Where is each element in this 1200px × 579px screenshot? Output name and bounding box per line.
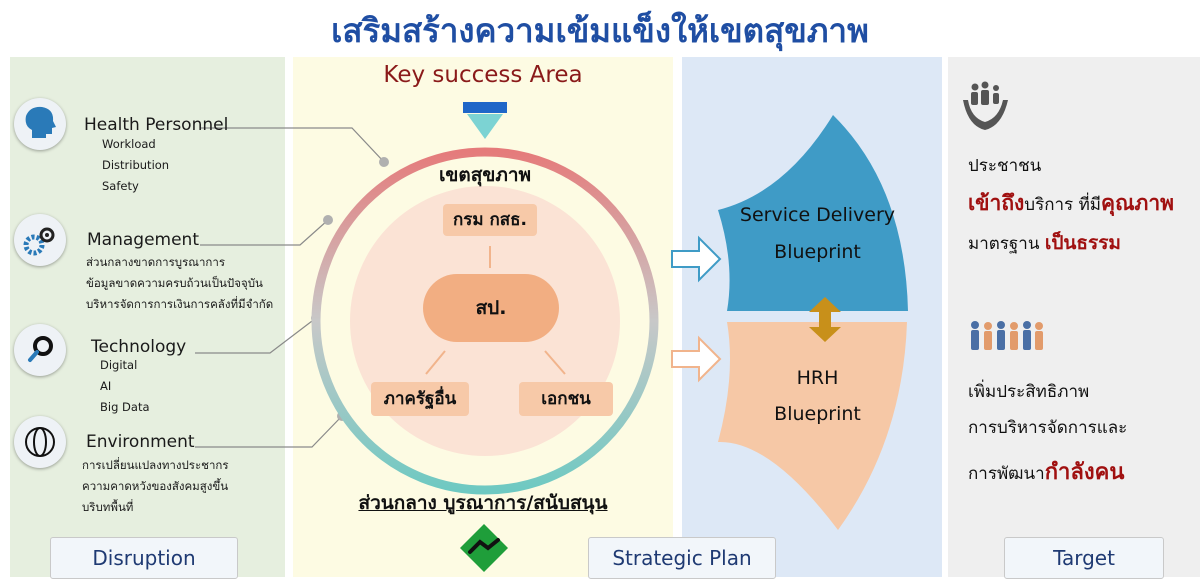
- target-standard-line: มาตรฐาน เป็นธรรม: [968, 228, 1121, 258]
- management-subs: ส่วนกลางขาดการบูรณาการ ข้อมูลขาดความครบถ…: [86, 252, 273, 315]
- technology-icon-wrap: [14, 324, 66, 376]
- government-box: ภาครัฐอื่น: [371, 382, 469, 416]
- service-text: บริการ ที่มี: [1024, 195, 1102, 215]
- handshake-icon: [460, 524, 508, 572]
- health-personnel-label: Health Personnel: [84, 115, 229, 135]
- sub-item: Safety: [102, 179, 139, 193]
- disruption-footer: Disruption: [50, 537, 238, 579]
- connector-technology: [195, 317, 317, 354]
- hrh-label: HRH Blueprint: [730, 360, 905, 432]
- connector-health-personnel: [200, 127, 385, 163]
- develop-text: การพัฒนา: [968, 464, 1045, 484]
- access-emphasis: เข้าถึง: [968, 191, 1025, 215]
- gears-icon: [23, 227, 55, 256]
- standard-text: มาตรฐาน: [968, 234, 1045, 254]
- fair-emphasis: เป็นธรรม: [1044, 232, 1121, 254]
- department-box: กรม กสธ.: [443, 204, 537, 236]
- hrh-line-1: HRH: [796, 367, 839, 389]
- management-icon-wrap: [14, 214, 66, 266]
- environment-label: Environment: [86, 432, 195, 452]
- target-management: การบริหารจัดการและ: [968, 418, 1128, 438]
- technology-label: Technology: [91, 337, 187, 357]
- sub-item: Big Data: [100, 400, 150, 414]
- two-way-arrow-icon: [809, 297, 841, 342]
- health-personnel-subs: Workload Distribution Safety: [102, 134, 169, 197]
- hrh-line-2: Blueprint: [774, 403, 861, 425]
- service-line-1: Service Delivery: [739, 204, 896, 226]
- hrh-shape: [718, 322, 907, 530]
- core-office-box: สป.: [423, 274, 559, 342]
- central-support-label: ส่วนกลาง บูรณาการ/สนับสนุน: [358, 492, 608, 514]
- health-personnel-icon-wrap: [14, 98, 66, 150]
- service-delivery-shape: [718, 115, 908, 311]
- workforce-group-icon: [971, 321, 1043, 350]
- arrow-bar: [463, 102, 507, 113]
- connector-dot: [379, 157, 389, 167]
- connector-management: [200, 219, 329, 246]
- family-hands-icon: [963, 81, 1008, 130]
- head-profile-icon: [25, 106, 56, 138]
- sub-item: บริบทพื้นที่: [82, 500, 134, 514]
- arrow-core-gov: [425, 350, 446, 375]
- magnifier-icon: [28, 336, 53, 362]
- target-efficiency: เพิ่มประสิทธิภาพ: [968, 382, 1090, 402]
- key-success-title: Key success Area: [383, 62, 583, 88]
- sub-item: AI: [100, 379, 112, 393]
- private-sector-box: เอกชน: [519, 382, 613, 416]
- arrow-to-service-icon: [671, 235, 722, 283]
- technology-subs: Digital AI Big Data: [100, 355, 150, 418]
- ring-title: เขตสุขภาพ: [438, 164, 532, 186]
- arrow-to-hrh-icon: [671, 335, 722, 383]
- quality-emphasis: คุณภาพ: [1101, 191, 1175, 215]
- arrow-core-private: [544, 350, 566, 375]
- sub-item: ความคาดหวังของสังคมสูงขึ้น: [82, 479, 229, 493]
- sub-item: ข้อมูลขาดความครบถ้วนเป็นปัจจุบัน: [86, 276, 263, 290]
- service-delivery-label: Service Delivery Blueprint: [730, 197, 905, 271]
- environment-icon-wrap: [14, 416, 66, 468]
- globe-icon: [25, 427, 55, 457]
- workforce-emphasis: กำลังคน: [1044, 460, 1125, 485]
- target-develop-line: การพัฒนากำลังคน: [968, 454, 1124, 489]
- target-panel: [948, 57, 1200, 577]
- sub-item: ส่วนกลางขาดการบูรณาการ: [86, 255, 226, 269]
- service-line-2: Blueprint: [774, 241, 861, 263]
- sub-item: Workload: [102, 137, 156, 151]
- page-title: เสริมสร้างความเข้มแข็งให้เขตสุขภาพ: [331, 11, 869, 50]
- sub-item: Distribution: [102, 158, 170, 172]
- connector-dot: [323, 215, 333, 225]
- sub-item: Digital: [100, 358, 138, 372]
- sub-item: การเปลี่ยนแปลงทางประชากร: [82, 458, 229, 472]
- sub-item: บริหารจัดการการเงินการคลังที่มีจำกัด: [86, 297, 274, 311]
- down-arrow-icon: [467, 114, 503, 139]
- target-people: ประชาชน: [968, 156, 1042, 176]
- management-label: Management: [87, 230, 199, 250]
- environment-subs: การเปลี่ยนแปลงทางประชากร ความคาดหวังของส…: [82, 455, 229, 518]
- target-access-line: เข้าถึงบริการ ที่มีคุณภาพ: [968, 187, 1174, 220]
- connector-environment: [195, 415, 343, 448]
